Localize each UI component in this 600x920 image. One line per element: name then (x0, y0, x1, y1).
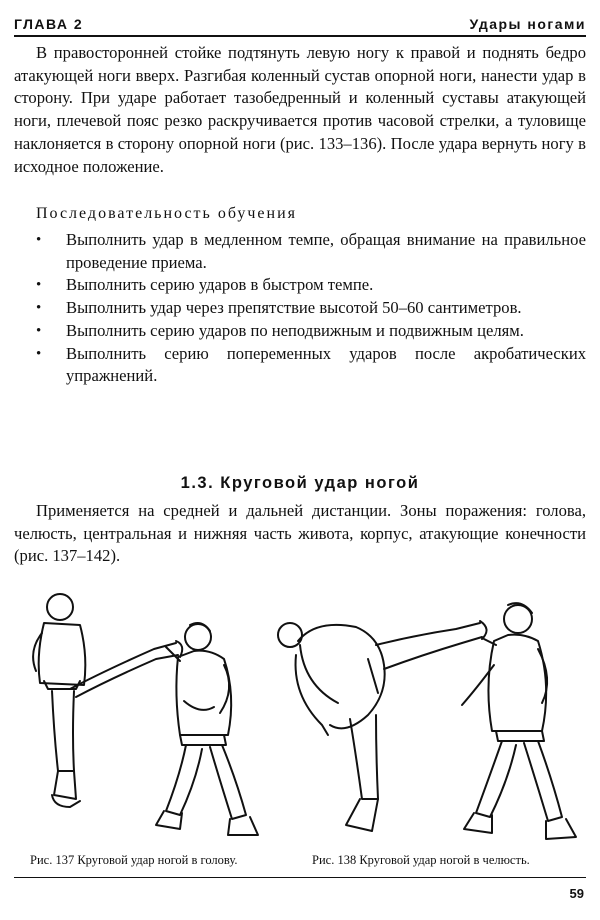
head-kick-drawing (32, 593, 259, 836)
list-item-text: Выполнить серию ударов в быстром темпе. (66, 275, 374, 295)
list-item: • Выполнить удар через препятствие высото… (14, 297, 586, 320)
figures-area (14, 585, 586, 853)
list-item: • Выполнить удар в медленном темпе, обращ… (14, 229, 586, 274)
list-item: • Выполнить серию попеременных ударов пос… (14, 343, 586, 388)
section-paragraph: Применяется на средней и дальней дистанц… (14, 501, 586, 566)
figure-138-caption: Рис. 138 Круговой удар ногой в челюсть. (312, 853, 530, 867)
attacker-figure (277, 620, 488, 832)
subheading: Последовательность обучения (36, 205, 297, 222)
list-item-text: Выполнить серию попеременных ударов посл… (66, 343, 586, 386)
page-number: 59 (569, 886, 584, 901)
list-item-text: Выполнить удар через препятствие высотой… (66, 298, 522, 318)
defender-figure (461, 602, 577, 840)
list-item: • Выполнить серию ударов по неподвижным и… (14, 320, 586, 343)
figure-137-illustration (14, 585, 274, 853)
intro-paragraph: В правосторонней стойке подтянуть левую … (14, 43, 586, 176)
jaw-kick-drawing (277, 602, 577, 840)
bullet-marker: • (36, 300, 42, 317)
section-label: Удары ногами (469, 16, 586, 32)
list-item-text: Выполнить удар в медленном темпе, обраща… (66, 230, 586, 272)
running-header: ГЛАВА 2 Удары ногами (14, 8, 586, 37)
list-item: • Выполнить серию ударов в быстром темпе. (14, 274, 586, 297)
figure-138-illustration (276, 585, 586, 853)
list-item-text: Выполнить серию ударов по неподвижным и … (66, 320, 524, 340)
section-title: 1.3. Круговой удар ногой (180, 474, 420, 492)
chapter-label: ГЛАВА 2 (14, 16, 84, 32)
bullet-marker: • (36, 345, 42, 362)
bullet-marker: • (36, 322, 42, 339)
footer-rule (14, 877, 586, 878)
defender-figure (155, 622, 259, 836)
bullet-marker: • (36, 277, 42, 294)
attacker-figure (32, 593, 184, 808)
bullet-marker: • (36, 232, 42, 248)
training-sequence-list: • Выполнить удар в медленном темпе, обращ… (14, 229, 586, 388)
figure-137-caption: Рис. 137 Круговой удар ногой в голову. (30, 853, 238, 867)
